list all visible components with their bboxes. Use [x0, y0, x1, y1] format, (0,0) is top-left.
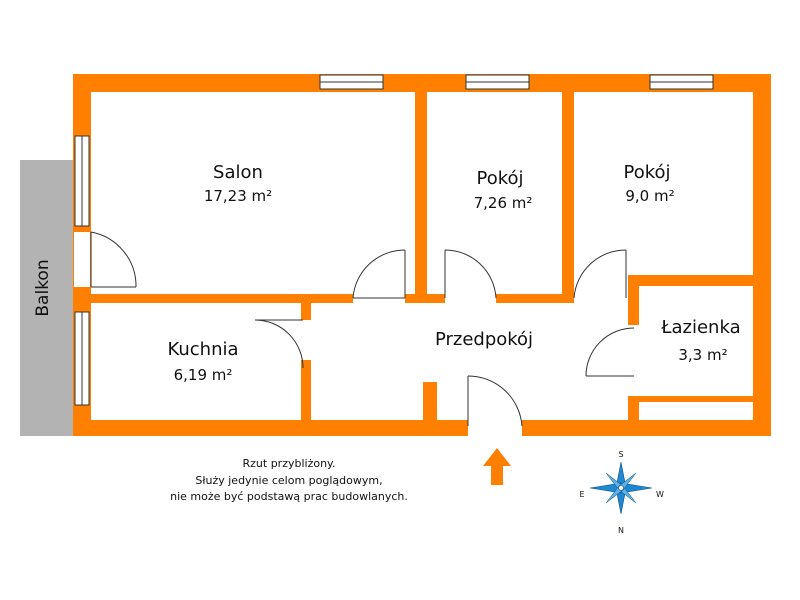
compass-rose-icon [589, 461, 653, 515]
pokoj2-area: 9,0 m² [625, 187, 674, 205]
compass-s: S [618, 450, 623, 459]
salon-area: 17,23 m² [204, 187, 272, 205]
lazienka-name: Łazienka [660, 317, 740, 338]
pokoj1-area: 7,26 m² [474, 194, 533, 212]
lazienka-area: 3,3 m² [678, 346, 727, 364]
przedpokoj-name: Przedpokój [435, 329, 533, 350]
note-line-3: nie może być podstawą prac budowlanych. [170, 490, 408, 503]
pokoj2-name: Pokój [623, 162, 670, 183]
salon-name: Salon [213, 162, 263, 183]
note-line-2: Służy jedynie celom poglądowym, [195, 474, 382, 487]
kuchnia-name: Kuchnia [167, 339, 238, 360]
note-line-1: Rzut przybliżony. [243, 457, 336, 470]
kuchnia-area: 6,19 m² [174, 366, 233, 384]
balcony [20, 160, 75, 436]
compass-w: W [656, 490, 664, 499]
entrance-arrow-icon [483, 448, 511, 485]
windows [74, 74, 714, 406]
compass-n: N [618, 526, 624, 535]
doors [74, 231, 642, 438]
compass-e: E [579, 490, 584, 499]
pokoj1-name: Pokój [476, 168, 523, 189]
balkon-label: Balkon [33, 259, 53, 316]
